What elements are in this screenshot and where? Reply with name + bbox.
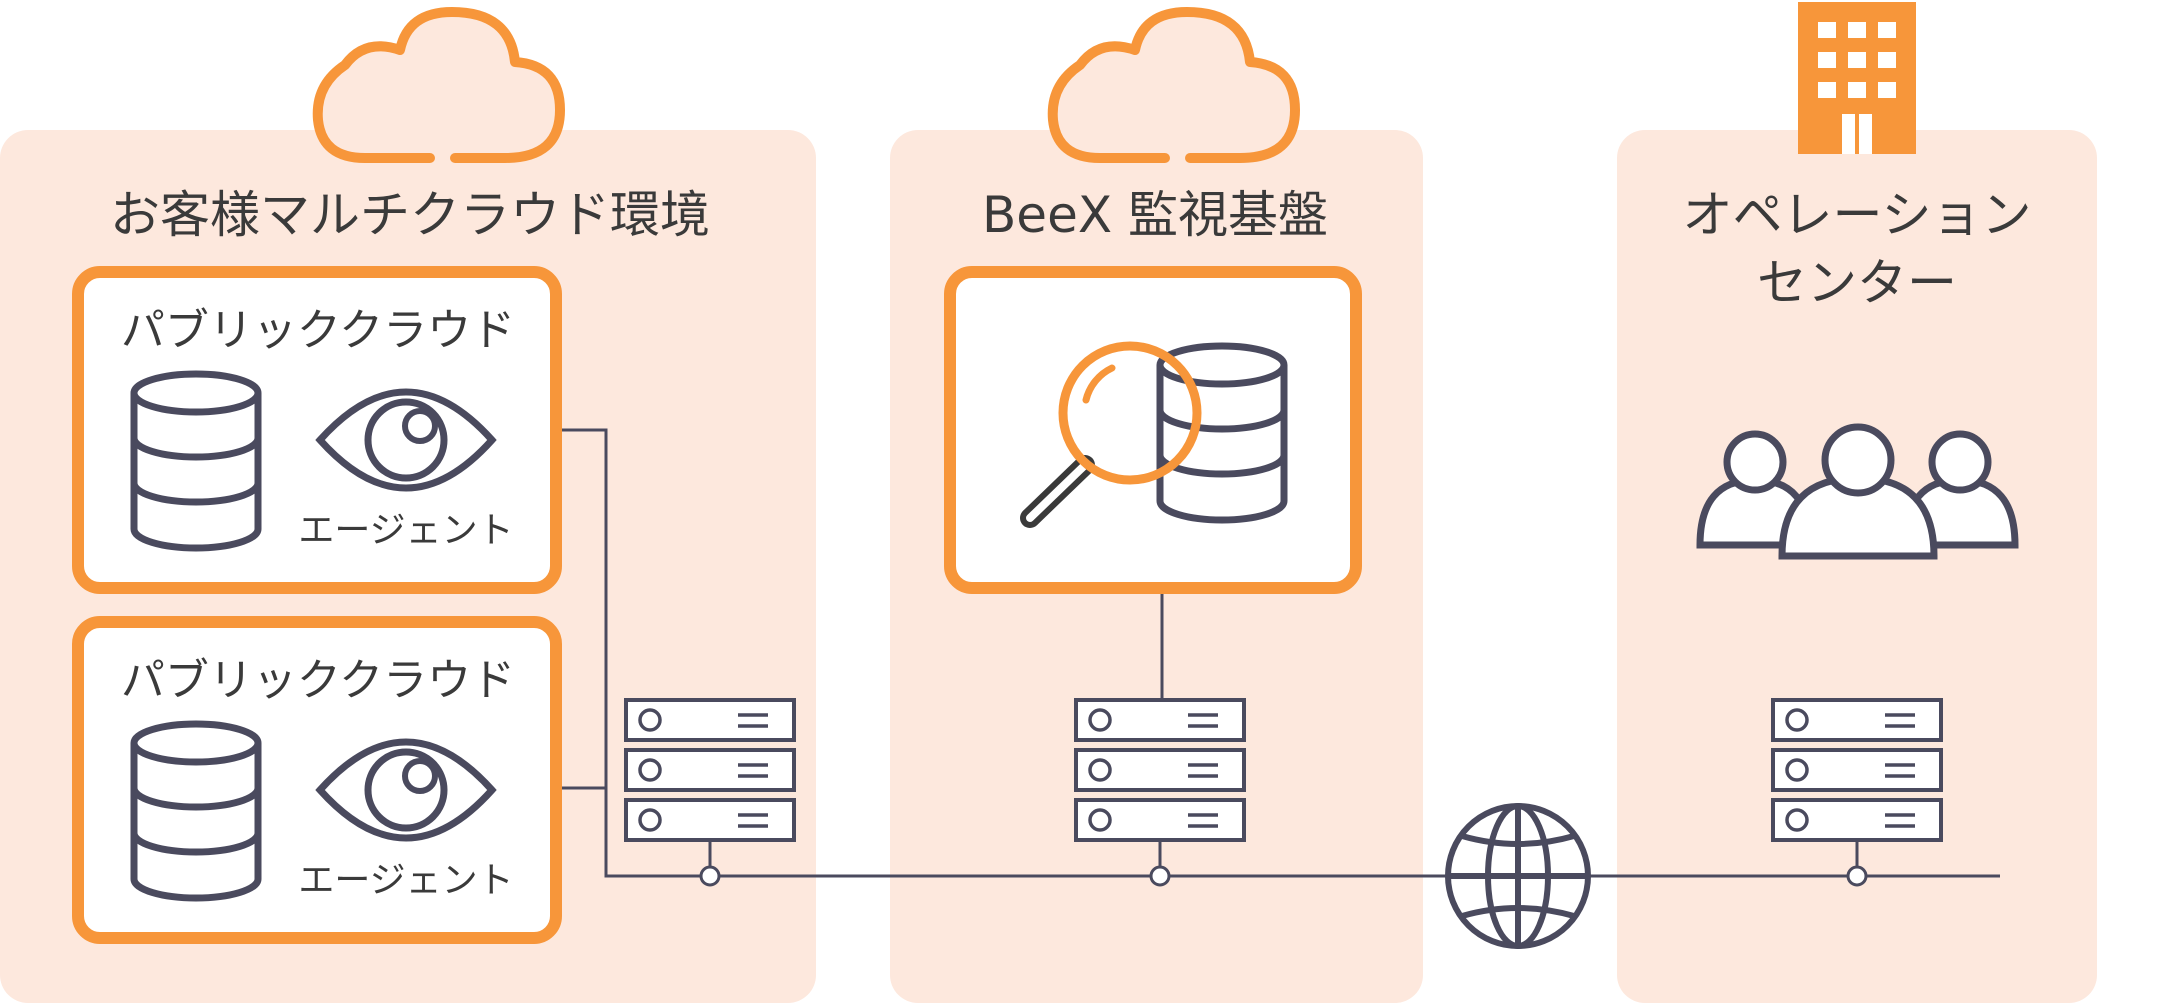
public-cloud-card-title: パブリッククラウド: [121, 305, 515, 356]
globe-icon: [1445, 803, 1591, 949]
cloud-icon: [1053, 12, 1295, 158]
public-cloud-card: [72, 266, 562, 594]
public-cloud-card-title: パブリッククラウド: [121, 655, 515, 706]
panel-operation: [1617, 130, 2097, 1003]
server-rack-icon: [1074, 698, 1246, 842]
beex-panel-title: BeeX 監視基盤: [982, 186, 1328, 244]
operation-panel-title-line2: センター: [1757, 254, 1957, 312]
network-node: [1149, 865, 1171, 887]
agent-label: エージェント: [298, 510, 513, 551]
customer-panel-title: お客様マルチクラウド環境: [110, 186, 710, 244]
network-node: [1846, 865, 1868, 887]
agent-label: エージェント: [298, 860, 513, 901]
building-icon: [1798, 2, 1916, 154]
server-rack-icon: [1771, 698, 1943, 842]
public-cloud-card: [72, 616, 562, 944]
server-rack-icon: [624, 698, 796, 842]
magnifier-icon: [1020, 341, 1202, 528]
cloud-icon: [318, 12, 560, 158]
users-icon: [1696, 423, 2019, 560]
operation-panel-title-line1: オペレーション: [1683, 186, 2032, 244]
network-node: [699, 865, 721, 887]
monitoring-card: [944, 266, 1362, 594]
